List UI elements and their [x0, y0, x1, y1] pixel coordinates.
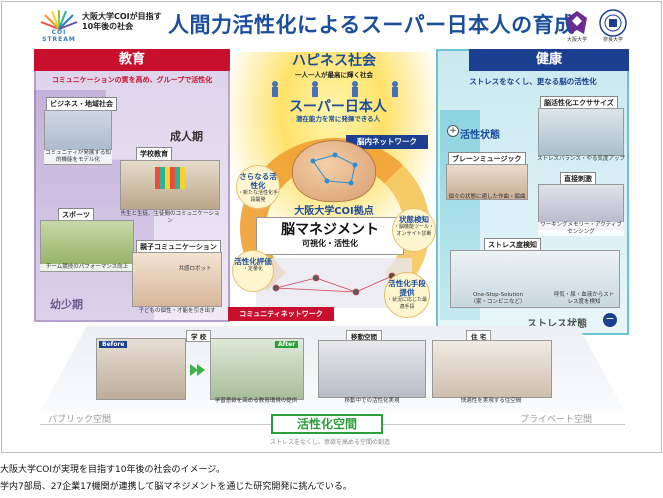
- edu-parent-photo: [132, 252, 222, 307]
- education-header: 教育: [34, 49, 230, 71]
- active-space-sub: ストレスをなくし、意欲を高める空間の創造: [269, 439, 390, 446]
- before-badge: Before: [99, 341, 128, 348]
- edu-sports-caption: チーム競技のパフォーマンス向上: [40, 264, 134, 271]
- page-title: 人間力活性化によるスーパー日本人の育成: [168, 13, 576, 37]
- sub-logo-text: 大阪大学COIが目指す 10年後の社会: [82, 12, 162, 32]
- super-japanese-sub: 潜在能力を常に発揮できる人: [295, 115, 381, 123]
- plus-icon: +: [447, 125, 459, 137]
- tag-further-activation: さらなる活性化 ・新たな活性化手段開発: [236, 165, 280, 209]
- after-badge: After: [275, 341, 299, 348]
- edu-school-caption: 先生と生徒、生徒間のコミュニケーション: [120, 211, 220, 224]
- tag-activation-provide-sub: ・状況に応じた最適手段: [386, 297, 427, 310]
- home-photo: [432, 340, 552, 398]
- home-caption: 快適性を実現する住空間: [460, 398, 522, 404]
- brain-management-sub: 可視化・活性化: [302, 239, 358, 248]
- arrow-right-icon-2: [197, 364, 205, 376]
- brain-network-label: 脳内ネットワーク: [346, 135, 428, 149]
- public-space-label: パブリック空間: [48, 415, 112, 425]
- school-before-photo: Before: [96, 338, 186, 400]
- arrow-right-icon: [190, 364, 198, 376]
- caption-line2: 学内7部局、27企業17機関が連携して脳マネジメントを通じた研究開発に挑んでいる…: [0, 482, 352, 492]
- health-stress-caption1: One-Stop-Solution（家・コンビニなど）: [470, 292, 526, 305]
- school-after-photo: After: [210, 338, 304, 400]
- health-header: 健康: [469, 49, 629, 71]
- tag-activation-provide-title: 活性化手段提供: [388, 279, 426, 297]
- tag-activation-provide: 活性化手段提供 ・状況に応じた最適手段: [384, 272, 430, 318]
- brain-icon: [292, 140, 376, 202]
- tag-state-detection-sub: ・脳機能ツール・オンサイト診断: [393, 224, 434, 237]
- tag-state-detection: 状態検知 ・脳機能ツール・オンサイト診断: [392, 208, 436, 252]
- univ1-label: 大阪大学: [566, 37, 587, 43]
- sun-rays-icon: [40, 10, 78, 30]
- health-music-caption: 個々の状態に適した作曲・編曲: [448, 194, 526, 200]
- stage-child-label: 幼少期: [50, 298, 83, 311]
- univ2-label: 奈良大学: [602, 37, 623, 43]
- health-stress-photo: [450, 250, 620, 308]
- community-network-label: コミュニティネットワーク: [228, 307, 334, 321]
- health-stress-caption2: 呼気・尿・血液からストレス度を検知: [553, 292, 615, 305]
- travel-photo: [318, 340, 426, 398]
- health-exercise-photo: [538, 108, 624, 156]
- edu-box-school-label: 学校教育: [136, 147, 172, 161]
- education-subtitle: コミュニケーションの質を高め、グループで活性化: [51, 76, 213, 84]
- health-music-photo: [446, 164, 528, 200]
- active-space-label: 活性化空間: [271, 414, 383, 434]
- stage-adult-label: 成人期: [170, 130, 203, 143]
- tag-activation-eval: 活性化評価 ・定量化: [232, 250, 274, 292]
- sub-logo-line2: 10年後の社会: [82, 22, 134, 31]
- osaka-univ-emblem-icon: [567, 11, 587, 34]
- tag-activation-eval-title: 活性化評価: [234, 257, 272, 266]
- edu-parent-robot-caption: 共感ロボット: [178, 266, 212, 272]
- edu-sports-photo: [40, 220, 134, 272]
- coi-base-label: 大阪大学COI拠点: [294, 206, 374, 217]
- tag-further-activation-title: さらなる活性化: [239, 172, 277, 190]
- logo-text: COI STREAM: [42, 29, 76, 43]
- edu-parent-caption: 子どもの個性・才能を引き出す: [138, 308, 216, 314]
- coi-stream-logo: COI STREAM: [38, 10, 80, 43]
- caption-line1: 大阪大学COIが実現を目指す10年後の社会のイメージ。: [0, 465, 226, 475]
- happiness-society-title: ハピネス社会: [292, 53, 376, 69]
- edu-business-caption: コミュニティが発展する知的機能をモデル化: [44, 150, 112, 164]
- tag-state-detection-title: 状態検知: [399, 215, 429, 224]
- active-state-label: 活性状態: [460, 130, 500, 141]
- brain-network-lines: [310, 152, 358, 186]
- super-japanese-title: スーパー日本人: [289, 99, 387, 115]
- brain-management-title: 脳マネジメント: [281, 222, 379, 238]
- school-label: 学 校: [186, 330, 212, 342]
- tag-activation-eval-sub: ・定量化: [242, 266, 263, 272]
- nara-univ-emblem-icon: [599, 9, 627, 37]
- edu-box-business-label: ビジネス・地域社会: [46, 97, 117, 111]
- private-space-label: プライベート空間: [520, 415, 593, 425]
- stress-state-label: ストレス状態: [527, 319, 587, 330]
- happiness-society-sub: 一人一人が最高に輝く社会: [295, 71, 373, 79]
- health-subtitle: ストレスをなくし、更なる脳の活性化: [469, 77, 597, 86]
- sub-logo-line1: 大阪大学COIが目指す: [82, 12, 162, 21]
- people-row-icon: [272, 81, 398, 97]
- classroom-heatmap: [155, 167, 185, 189]
- tag-further-activation-sub: ・新たな活性化手段開発: [237, 190, 278, 203]
- brain-management-box: [256, 217, 404, 255]
- school-caption: 学習意欲を高める教育環境の提供: [214, 398, 298, 404]
- minus-icon: −: [603, 313, 617, 327]
- health-stimulus-caption: ワーキングメモリー・アクティブセンシング: [538, 222, 624, 236]
- travel-caption: 移動中での活性化実現: [344, 398, 400, 404]
- health-exercise-caption: ストレスバランス・やる気度アップ: [537, 156, 625, 162]
- edu-school-photo: [120, 160, 220, 210]
